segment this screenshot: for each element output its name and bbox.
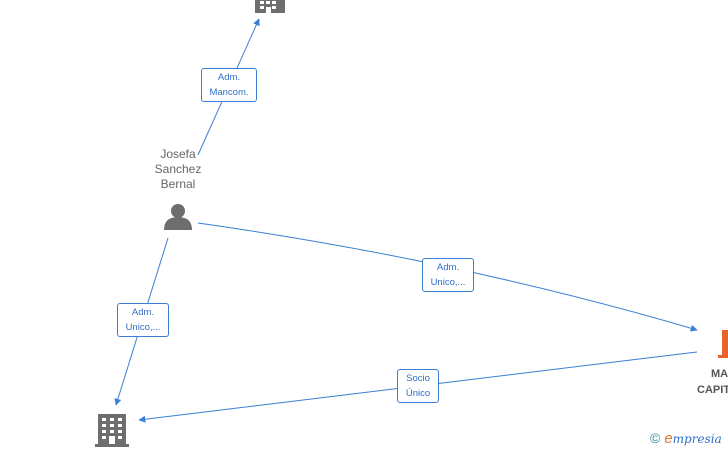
edge-label-right-to-bottom[interactable]: Socio Único (397, 369, 439, 403)
edge-label-person-to-right[interactable]: Adm. Unico,... (422, 258, 474, 292)
brand-logo: ©empresia (650, 430, 722, 447)
edge-label-person-to-bottom[interactable]: Adm. Unico,... (117, 303, 169, 337)
building-icon[interactable] (718, 330, 728, 358)
edge-label-person-to-top[interactable]: Adm. Mancom. (201, 68, 257, 102)
person-icon[interactable] (164, 204, 192, 230)
building-icon[interactable] (95, 414, 129, 447)
company-right-name: MA CAPIT (697, 368, 728, 396)
person-name: Josefa Sanchez Bernal (154, 147, 202, 191)
building-icon[interactable] (255, 0, 285, 13)
